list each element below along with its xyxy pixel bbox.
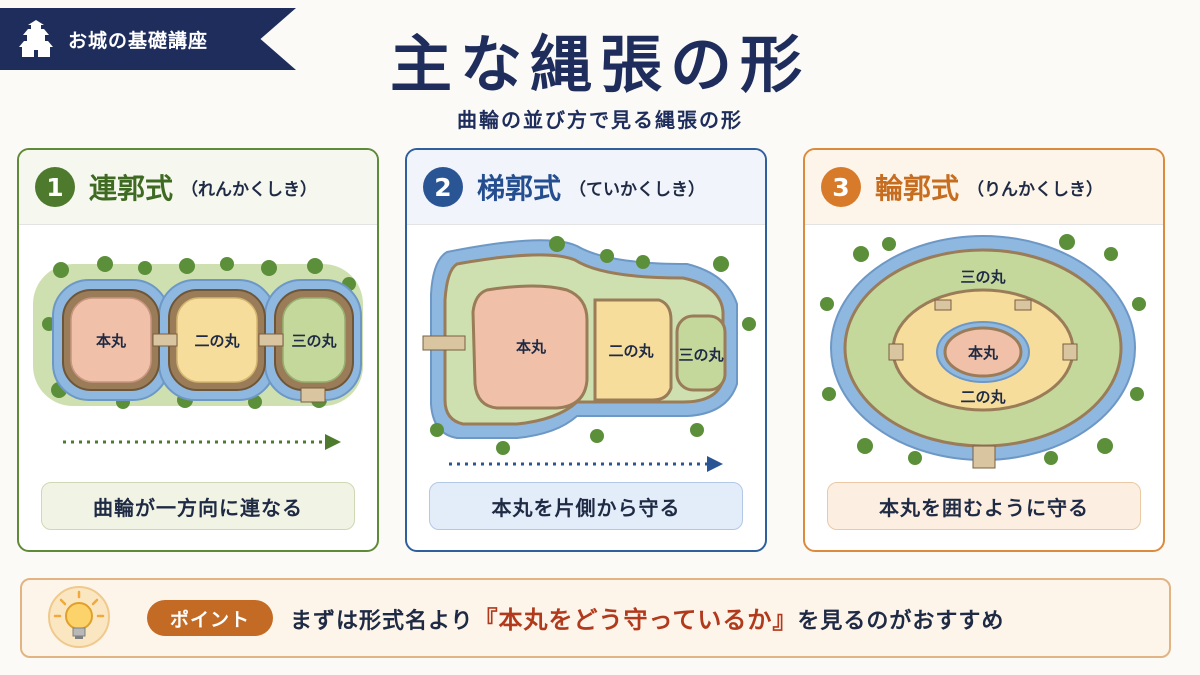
panel-number: 2 [423,167,463,207]
lightbulb-icon [48,586,110,648]
point-badge: ポイント [147,600,273,636]
header-ribbon: お城の基礎講座 [0,8,296,70]
panel-reading: （れんかくしき） [181,179,318,200]
panel-header: 2 梯郭式 （ていかくしき） [407,150,765,225]
panel-reading: （ていかくしき） [569,179,706,200]
castle-map-rinkaku: 三の丸 本丸 二の丸 [820,234,1146,469]
point-bar: ポイント まずは形式名より『本丸をどう守っているか』を見るのがおすすめ [20,578,1171,658]
area-label: 三の丸 [960,268,1006,286]
castle-map-teikaku: 本丸 二の丸 三の丸 [422,236,756,472]
area-honmaru [943,326,1023,378]
panel-caption: 本丸を囲むように守る [827,482,1141,530]
panel-teikakushiki: 2 梯郭式 （ていかくしき） 本丸 二の丸 三の丸 本丸を片側から守る [405,148,767,552]
panel-rinkakushiki: 3 輪郭式 （りんかくしき） 三の丸 本丸 二の丸 [803,148,1165,552]
area-label: 三の丸 [291,332,337,350]
page-subtitle: 曲輪の並び方で見る縄張の形 [457,108,743,132]
area-label: 二の丸 [960,388,1006,406]
point-text-after: を見るのがおすすめ [797,609,1005,634]
area-label: 本丸 [96,332,127,350]
castle-map-renkaku: 本丸 二の丸 三の丸 [33,256,363,450]
panel-caption: 本丸を片側から守る [429,482,743,530]
panel-number: 1 [35,167,75,207]
area-sannomaru [675,314,727,392]
panel-reading: （りんかくしき） [967,179,1104,200]
panel-header: 3 輪郭式 （りんかくしき） [805,150,1163,225]
area-label: 三の丸 [678,346,724,364]
page-title: 主な縄張の形 [389,28,810,101]
ribbon-label: お城の基礎講座 [68,29,209,52]
panel-number: 3 [821,167,861,207]
panel-name: 連郭式 [89,172,174,205]
area-honmaru [471,284,589,410]
area-label: 本丸 [968,344,999,362]
area-label: 二の丸 [194,332,240,350]
area-label: 本丸 [516,338,547,356]
panel-caption: 曲輪が一方向に連なる [41,482,355,530]
arrow-right-icon [449,456,723,472]
point-text-before: まずは形式名より [290,609,474,634]
area-honmaru [70,297,152,383]
panel-name: 輪郭式 [875,172,960,205]
area-label: 二の丸 [608,342,654,360]
panel-renkakushiki: 1 連郭式 （れんかくしき） [17,148,379,552]
panel-header: 1 連郭式 （れんかくしき） [19,150,377,225]
point-text-emphasis: 『本丸をどう守っているか』 [473,606,798,634]
arrow-right-icon [63,434,341,450]
castle-icon [19,20,53,57]
point-text: まずは形式名より『本丸をどう守っているか』を見るのがおすすめ [290,600,1004,635]
panel-name: 梯郭式 [477,172,562,205]
area-ninomaru [593,298,673,402]
